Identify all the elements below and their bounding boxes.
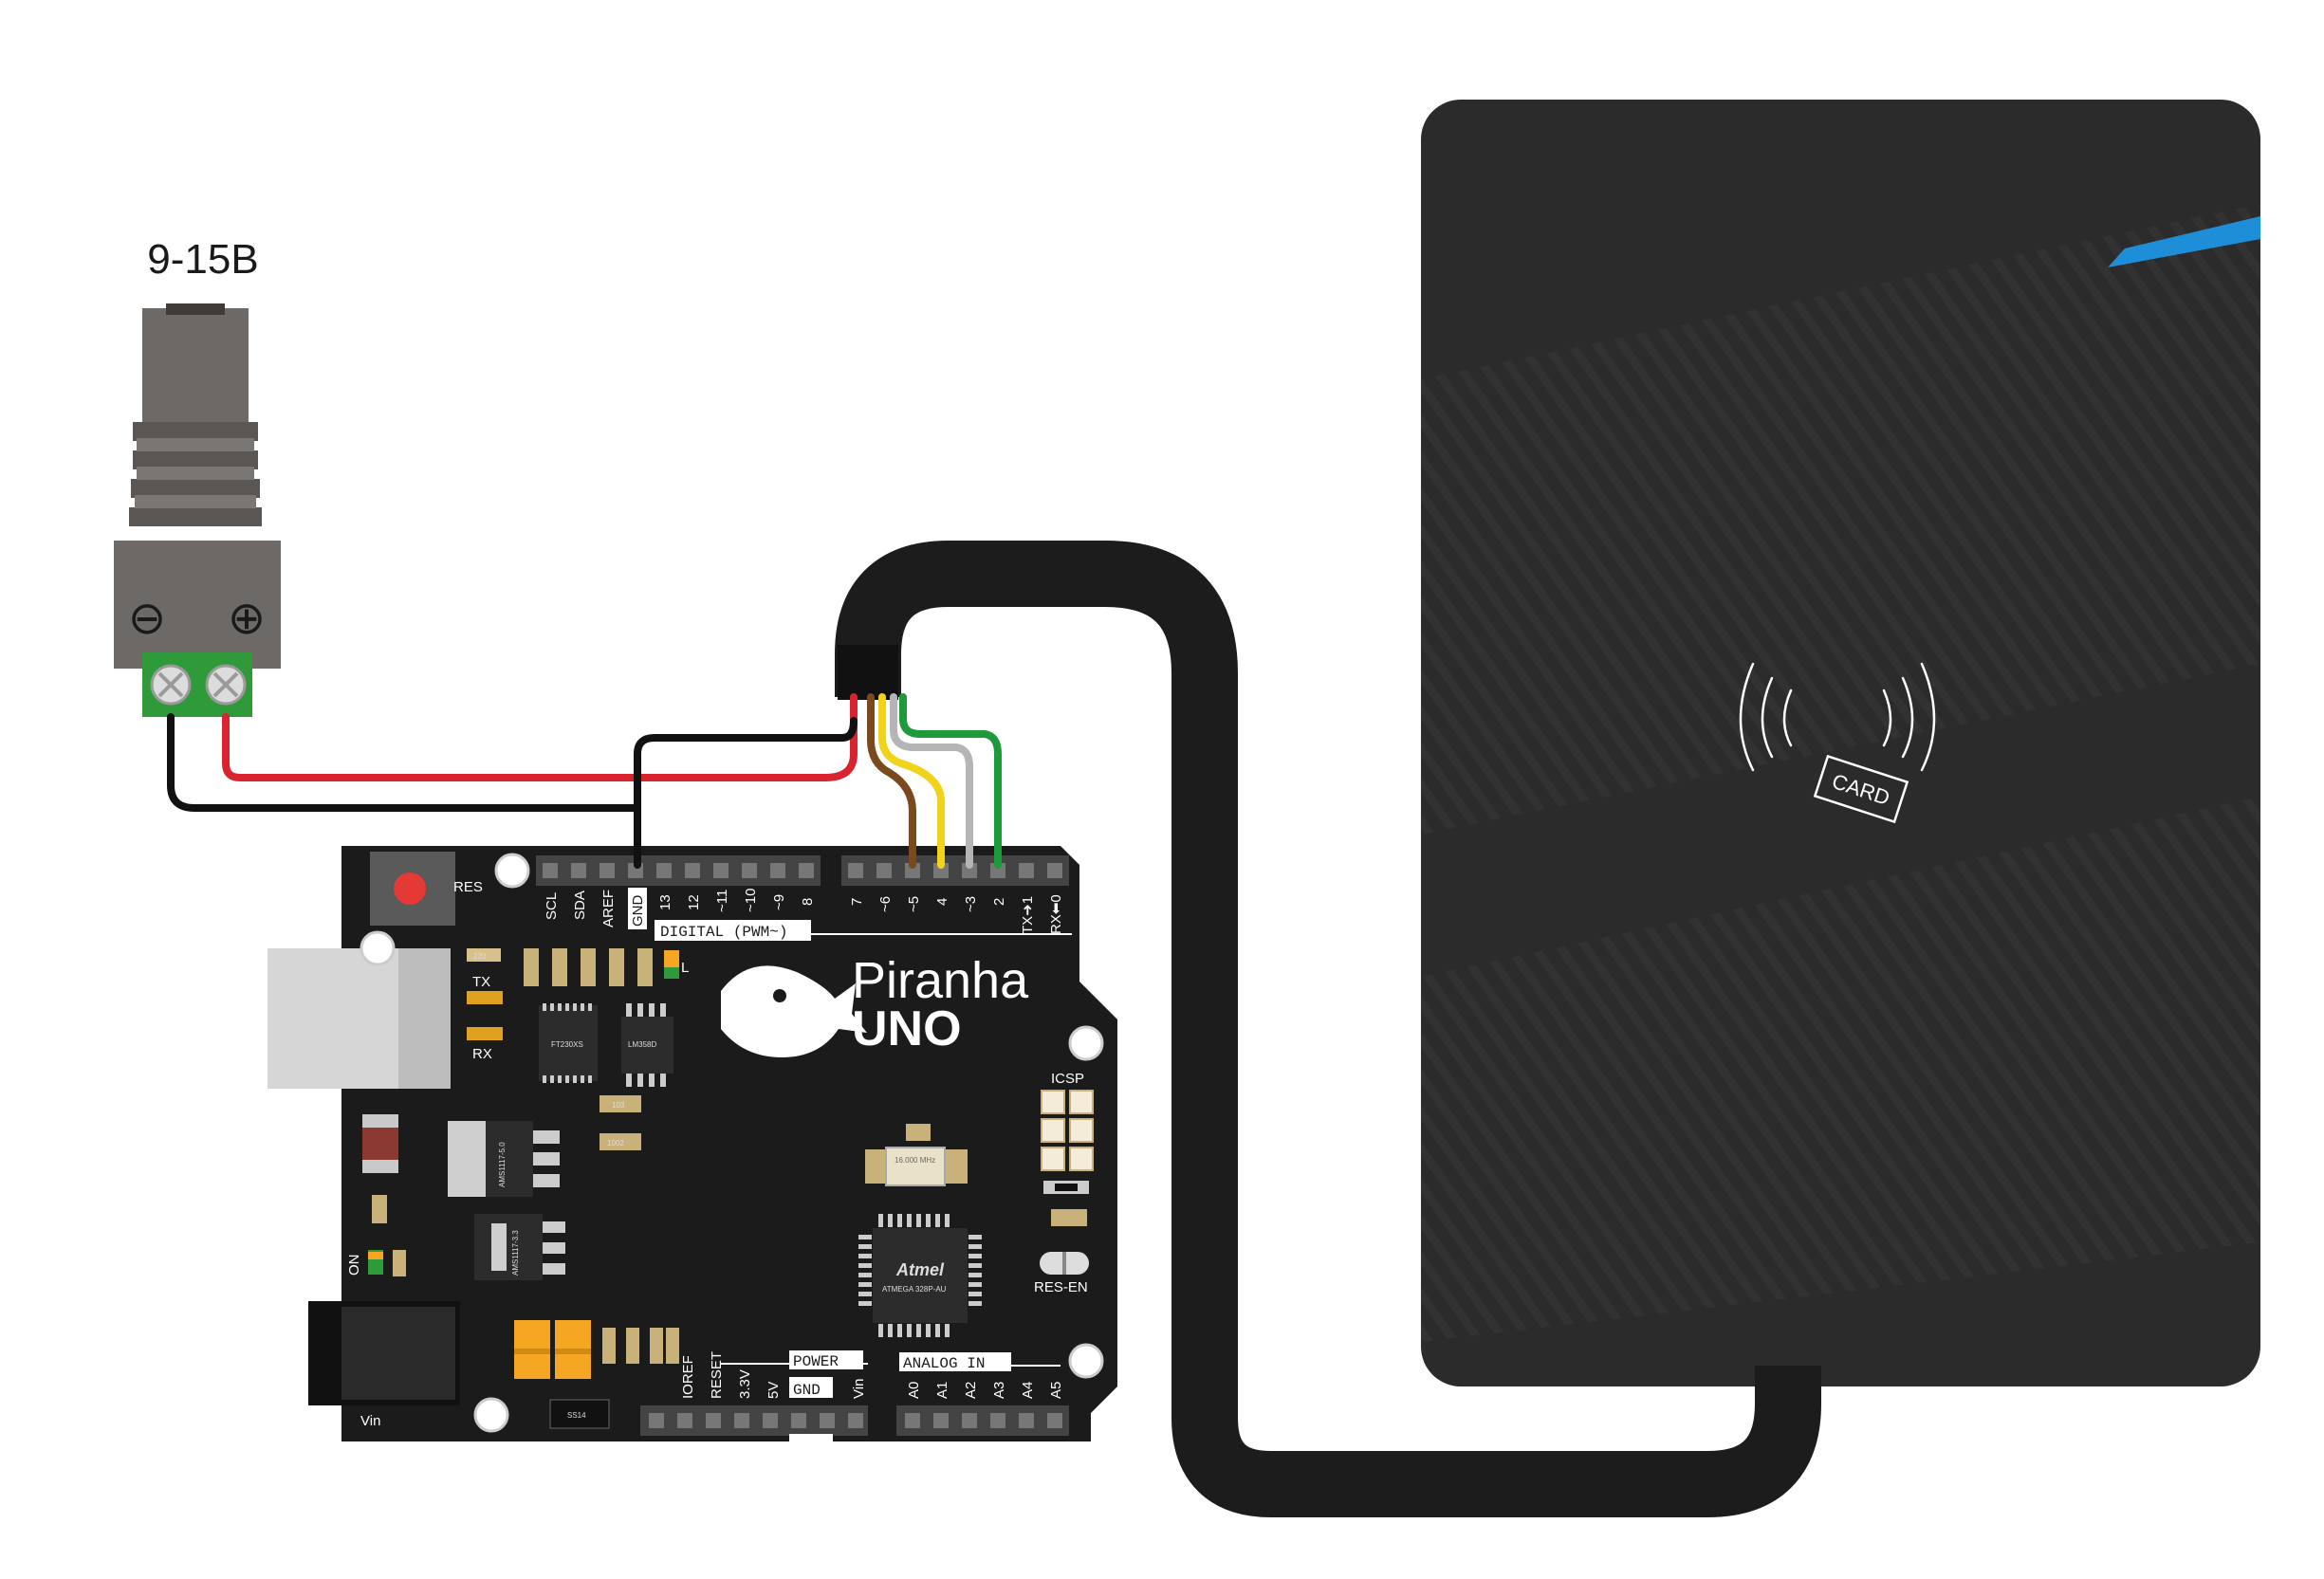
cable-end [838, 645, 898, 700]
analog-header-label: ANALOG IN [903, 1355, 985, 1372]
reset-label: RES [453, 879, 483, 895]
pin-label: ~5 [906, 896, 922, 912]
digital-header-left [536, 855, 821, 886]
pin-label: 12 [686, 894, 702, 910]
rfid-reader: CARD [1421, 100, 2260, 1386]
mcu-label: ATMEGA 328P-AU [882, 1285, 947, 1294]
pin-label: 4 [934, 898, 950, 906]
top-right-pin-labels: 7 ~6 ~5 4 ~3 2 TX➜1 RX⬅0 [849, 894, 1064, 934]
minus-terminal-icon: ⊖ [128, 592, 166, 645]
brand-name: Piranha [852, 952, 1029, 1009]
diode [549, 1399, 610, 1429]
wire-gray [890, 693, 973, 869]
pin-label: 5V [765, 1382, 782, 1399]
power-header-label: POWER [793, 1353, 839, 1370]
icsp-header [1041, 1090, 1094, 1171]
wire-yellow [878, 693, 945, 869]
top-left-pin-labels: SCL SDA AREF GND 13 12 ~11 ~10 ~9 8 [544, 888, 816, 929]
pin-label: ~6 [877, 896, 894, 912]
regulator-33v: AMS1117-3.3 [474, 1214, 565, 1280]
pin-label: 7 [849, 898, 865, 906]
tx-led-label: TX [472, 974, 490, 990]
rfid-wave-icon [1739, 662, 1936, 772]
pin-label: A0 [906, 1382, 922, 1399]
accent-stripe [2108, 216, 2260, 267]
rx-led-label: RX [472, 1046, 492, 1062]
pin-label: TX➜1 [1020, 896, 1036, 934]
digital-header-label: DIGITAL (PWM~) [660, 924, 787, 941]
usb-uart-chip: FT230XS [539, 1003, 598, 1083]
pin-label: SDA [572, 890, 588, 920]
pin-label-gnd: GND [630, 895, 646, 927]
pin-label: 2 [991, 898, 1007, 906]
ams1117-33-label: AMS1117-3.3 [511, 1230, 520, 1276]
digital-header-right [841, 855, 1069, 886]
ft230xs-label: FT230XS [551, 1040, 583, 1049]
power-header [640, 1405, 868, 1436]
dc-barrel-adapter: ⊖ ⊕ [114, 303, 281, 717]
model-name: UNO [852, 1001, 962, 1056]
wire-brown [867, 693, 916, 869]
plus-terminal-icon: ⊕ [228, 592, 266, 645]
pin-label: ~10 [743, 889, 759, 912]
icsp-label: ICSP [1051, 1071, 1084, 1087]
vin-jack-label: Vin [360, 1413, 380, 1429]
analog-header [896, 1405, 1069, 1436]
pin-label: RX⬅0 [1048, 894, 1064, 934]
pin-label: A5 [1048, 1382, 1064, 1399]
pin-label: ~3 [963, 896, 979, 912]
piranha-uno-board: RES TX RX 220 L [267, 846, 1117, 1441]
piranha-logo-icon [721, 965, 867, 1057]
pin-label: RESET [709, 1351, 725, 1399]
res-103-a-label: 103 [612, 1101, 625, 1110]
ams1117-5-label: AMS1117-5.0 [498, 1142, 507, 1187]
pin-label: SCL [544, 892, 560, 920]
pin-label: IOREF [680, 1355, 696, 1399]
crystal: 16.000 MHz [865, 1124, 968, 1186]
resistor-array [524, 948, 653, 986]
wire-black [167, 713, 641, 812]
microcontroller-chip: Atmel ATMEGA 328P-AU [858, 1214, 982, 1337]
ss14-label: SS14 [567, 1411, 586, 1420]
reader-cable [835, 541, 1821, 1517]
pin-label: A1 [934, 1382, 950, 1399]
reset-button[interactable] [370, 852, 455, 926]
voltage-label: 9-15В [147, 236, 258, 283]
pin-label: A4 [1020, 1382, 1036, 1399]
pin-label: ~9 [771, 894, 787, 910]
pin-label-gnd-bottom: GND [793, 1382, 821, 1399]
res-en-label: RES-EN [1034, 1279, 1088, 1295]
pin-label: A3 [991, 1382, 1007, 1399]
wire-red [222, 693, 858, 781]
card-icon: CARD [1813, 754, 1909, 824]
opamp-chip: LM358D [621, 1003, 673, 1087]
res-1002-label: 1002 [607, 1139, 624, 1148]
crystal-label: 16.000 MHz [895, 1156, 935, 1165]
wire-green [899, 693, 1002, 869]
on-led-label: ON [346, 1255, 362, 1276]
pin-label: Vin [851, 1379, 867, 1399]
l-led-label: L [681, 960, 689, 976]
atmel-logo: Atmel [895, 1260, 945, 1279]
pin-label: A2 [963, 1382, 979, 1399]
regulator-5v: AMS1117-5.0 [448, 1121, 560, 1197]
pin-label: AREF [600, 890, 617, 927]
lm358d-label: LM358D [628, 1040, 656, 1049]
pin-label: ~11 [714, 890, 730, 912]
wires [167, 693, 1002, 869]
pin-label: 8 [800, 898, 816, 906]
res-220-label: 220 [473, 952, 487, 961]
pin-label: 13 [657, 894, 673, 910]
pin-label: 3.3V [737, 1369, 753, 1399]
wire-black-gnd [634, 717, 858, 869]
